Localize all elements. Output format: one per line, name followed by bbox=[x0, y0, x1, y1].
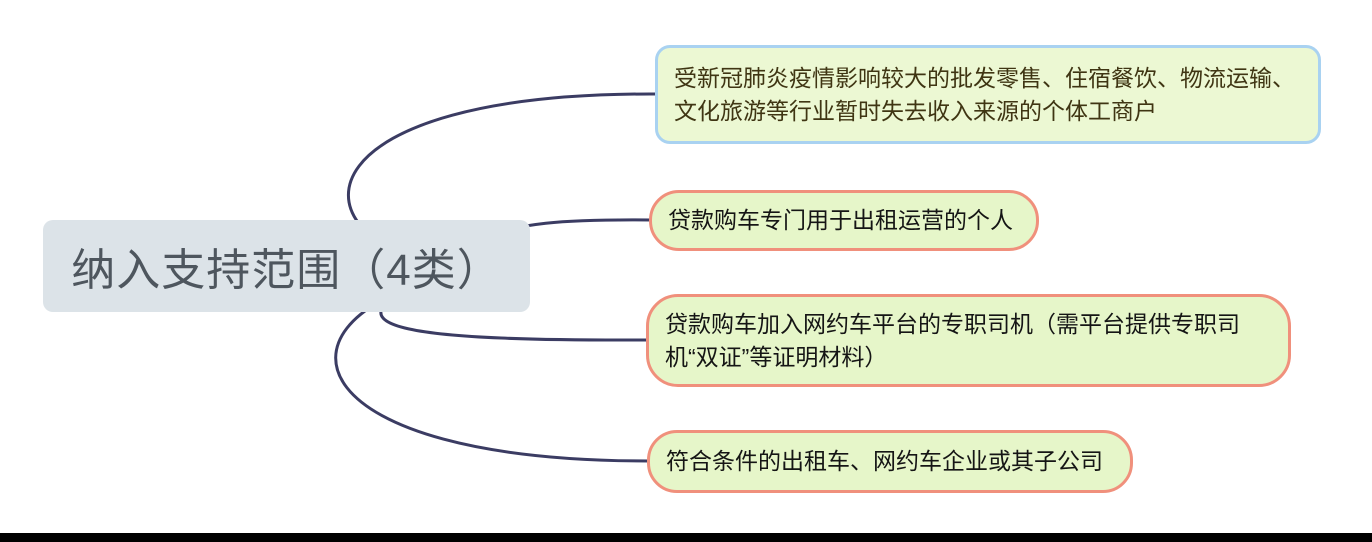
mindmap-root-node[interactable]: 纳入支持范围（4类） bbox=[43, 220, 530, 312]
branch-node-1-label: 受新冠肺炎疫情影响较大的批发零售、住宿餐饮、物流运输、文化旅游等行业暂时失去收入… bbox=[674, 64, 1295, 124]
root-node-label: 纳入支持范围（4类） bbox=[71, 246, 502, 295]
mindmap-branch-node-1[interactable]: 受新冠肺炎疫情影响较大的批发零售、住宿餐饮、物流运输、文化旅游等行业暂时失去收入… bbox=[655, 45, 1321, 144]
bottom-black-bar bbox=[0, 533, 1372, 542]
branch-node-4-label: 符合条件的出租车、网约车企业或其子公司 bbox=[666, 448, 1103, 474]
branch-node-3-label: 贷款购车加入网约车平台的专职司机（需平台提供专职司机“双证”等证明材料） bbox=[665, 310, 1240, 370]
mindmap-branch-node-4[interactable]: 符合条件的出租车、网约车企业或其子公司 bbox=[647, 430, 1133, 493]
mindmap-branch-node-3[interactable]: 贷款购车加入网约车平台的专职司机（需平台提供专职司机“双证”等证明材料） bbox=[646, 294, 1291, 387]
branch-node-2-label: 贷款购车专门用于出租运营的个人 bbox=[668, 207, 1013, 233]
mindmap-branch-node-2[interactable]: 贷款购车专门用于出租运营的个人 bbox=[649, 190, 1039, 251]
